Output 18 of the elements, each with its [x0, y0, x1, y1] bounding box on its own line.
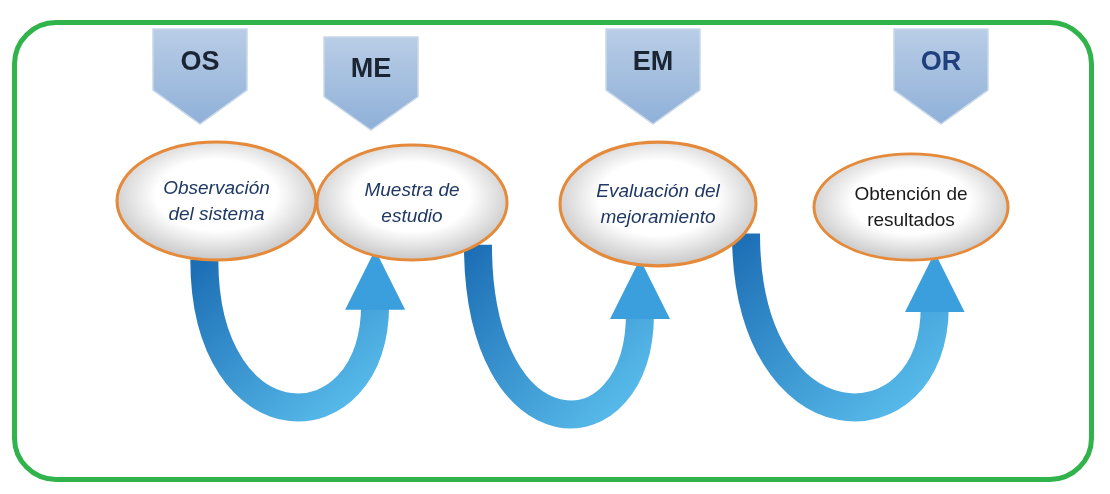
pentagon-arrow-shape — [893, 28, 989, 125]
ellipse-node — [115, 140, 318, 262]
step-label: Obtención de resultados — [853, 182, 969, 232]
curved-arrow — [732, 232, 964, 421]
stage-code: EM — [632, 46, 674, 77]
pentagon-arrow-shape — [323, 36, 419, 131]
ellipse-node — [315, 143, 509, 262]
step-label: Observación del sistema — [162, 176, 271, 226]
step-label: Muestra de estudio — [363, 177, 461, 228]
step-label: Evaluación del mejoramiento — [595, 179, 721, 229]
stage-code: OS — [180, 46, 220, 77]
pentagon-arrow-shape — [605, 28, 701, 125]
pentagon-arrow-shape — [152, 28, 248, 125]
ellipse-node — [558, 140, 758, 268]
stage-code: OR — [920, 46, 962, 77]
stage-code: ME — [350, 53, 392, 84]
curved-arrow — [464, 243, 670, 428]
ellipse-node — [812, 152, 1010, 262]
